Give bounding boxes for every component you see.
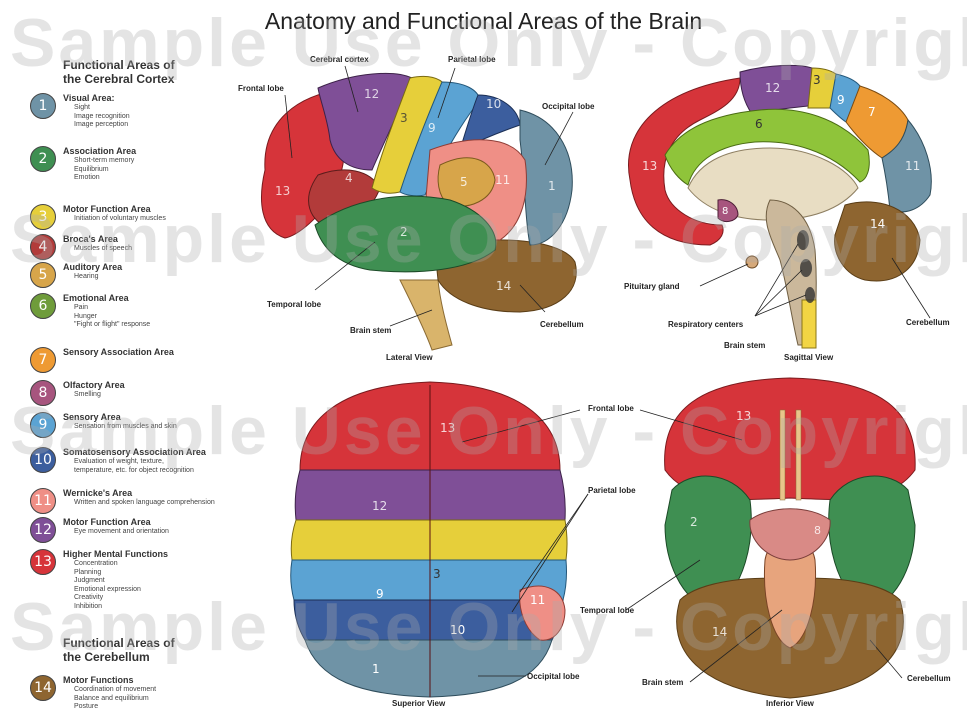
sagittal-label-respiratory: Respiratory centers xyxy=(668,320,743,329)
inferior-num-13: 13 xyxy=(736,409,751,423)
superior-view: 13 12 3 9 10 11 1 xyxy=(291,382,588,697)
lateral-num-2: 2 xyxy=(400,225,408,239)
inferior-label-temporal: Temporal lobe xyxy=(580,606,634,615)
lateral-label-occipital: Occipital lobe xyxy=(542,102,594,111)
lateral-num-3: 3 xyxy=(400,111,408,125)
sagittal-label-cerebellum: Cerebellum xyxy=(906,318,950,327)
lateral-num-1: 1 xyxy=(548,179,556,193)
inferior-view-caption: Inferior View xyxy=(766,699,814,708)
lateral-num-12: 12 xyxy=(364,87,379,101)
inferior-num-2: 2 xyxy=(690,515,698,529)
sagittal-num-13: 13 xyxy=(642,159,657,173)
lateral-label-parietal: Parietal lobe xyxy=(448,55,496,64)
lateral-label-cerebellum: Cerebellum xyxy=(540,320,584,329)
lateral-view-caption: Lateral View xyxy=(386,353,433,362)
sagittal-num-9: 9 xyxy=(837,93,845,107)
sagittal-view: 13 12 3 9 7 11 6 8 14 xyxy=(628,65,931,348)
superior-num-3: 3 xyxy=(433,567,441,581)
lateral-num-13: 13 xyxy=(275,184,290,198)
sagittal-num-12: 12 xyxy=(765,81,780,95)
superior-num-11: 11 xyxy=(530,593,545,607)
lateral-brainstem xyxy=(400,280,452,350)
superior-num-10: 10 xyxy=(450,623,465,637)
lateral-area-1 xyxy=(520,110,572,245)
sagittal-num-8: 8 xyxy=(722,206,728,217)
lateral-num-11: 11 xyxy=(495,173,510,187)
inferior-olfactory-left xyxy=(780,410,785,500)
inferior-view: 13 2 8 14 xyxy=(626,378,915,698)
sagittal-cerebellum xyxy=(835,202,920,281)
sagittal-num-3: 3 xyxy=(813,73,821,87)
sagittal-pituitary xyxy=(746,256,758,268)
sagittal-num-14: 14 xyxy=(870,217,885,231)
sagittal-spinal-cord xyxy=(802,300,816,348)
sagittal-num-6: 6 xyxy=(755,117,763,131)
lateral-num-10: 10 xyxy=(486,97,501,111)
superior-label-frontal: Frontal lobe xyxy=(588,404,634,413)
inferior-olfactory-right xyxy=(796,410,801,500)
lateral-num-9: 9 xyxy=(428,121,436,135)
sagittal-view-caption: Sagittal View xyxy=(784,353,833,362)
sagittal-label-pituitary: Pituitary gland xyxy=(624,282,680,291)
superior-label-parietal: Parietal lobe xyxy=(588,486,636,495)
inferior-num-14: 14 xyxy=(712,625,727,639)
lateral-label-temporal: Temporal lobe xyxy=(267,300,321,309)
lateral-num-4: 4 xyxy=(345,171,353,185)
inferior-label-brainstem: Brain stem xyxy=(642,678,683,687)
superior-view-caption: Superior View xyxy=(392,699,445,708)
superior-area-1 xyxy=(305,640,552,697)
inferior-label-cerebellum: Cerebellum xyxy=(907,674,951,683)
superior-label-occipital: Occipital lobe xyxy=(527,672,579,681)
superior-num-13: 13 xyxy=(440,421,455,435)
lateral-label-cortex: Cerebral cortex xyxy=(310,55,369,64)
lateral-label-frontal: Frontal lobe xyxy=(238,84,284,93)
superior-num-9: 9 xyxy=(376,587,384,601)
superior-num-12: 12 xyxy=(372,499,387,513)
lateral-num-14: 14 xyxy=(496,279,511,293)
sagittal-label-brainstem: Brain stem xyxy=(724,341,765,350)
inferior-num-8: 8 xyxy=(814,524,821,537)
lateral-label-brainstem: Brain stem xyxy=(350,326,391,335)
superior-num-1: 1 xyxy=(372,662,380,676)
lateral-num-5: 5 xyxy=(460,175,468,189)
sagittal-num-11: 11 xyxy=(905,159,920,173)
sagittal-num-7: 7 xyxy=(868,105,876,119)
